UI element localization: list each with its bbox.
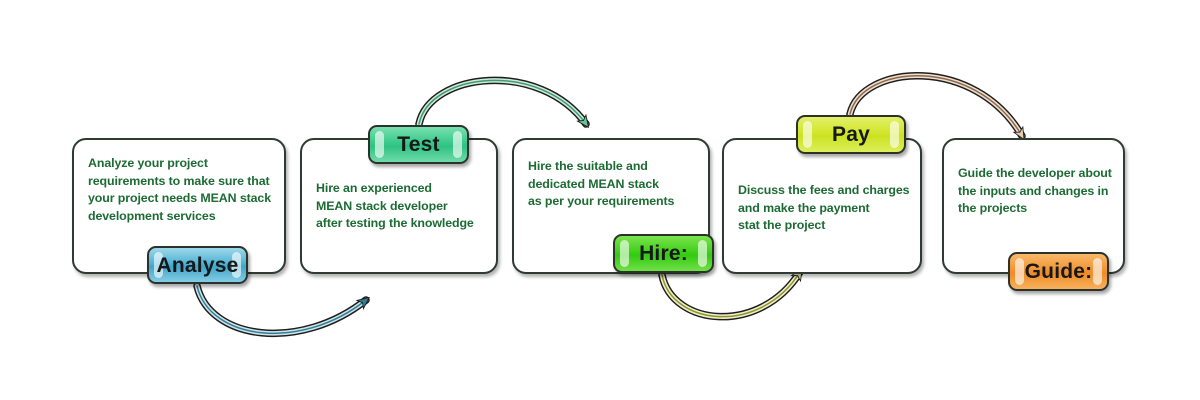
badge-highlight-right <box>1093 258 1102 285</box>
step-box-pay[interactable]: Discuss the fees and charges and make th… <box>722 138 922 274</box>
connector-hire-to-pay <box>658 272 804 321</box>
badge-highlight-left <box>1015 258 1024 285</box>
badge-highlight-right <box>232 252 241 278</box>
step-text-guide: Guide the developer about the inputs and… <box>958 166 1112 215</box>
step-text-analyse: Analyze your project requirements to mak… <box>88 156 272 223</box>
badge-highlight-right <box>890 121 899 148</box>
step-badge-hire[interactable]: Hire: <box>613 234 714 273</box>
step-badge-label-pay: Pay <box>832 123 870 146</box>
badge-highlight-right <box>453 131 462 158</box>
connector-test-to-hire <box>415 76 590 124</box>
step-badge-pay[interactable]: Pay <box>796 115 906 154</box>
step-badge-test[interactable]: Test <box>368 125 469 164</box>
badge-highlight-right <box>698 240 707 267</box>
step-badge-analyse[interactable]: Analyse <box>147 246 248 284</box>
step-badge-label-analyse: Analyse <box>156 253 239 277</box>
connector-analyse-to-test <box>193 282 366 338</box>
step-text-hire: Hire the suitable and dedicated MEAN sta… <box>528 159 675 208</box>
step-badge-label-hire: Hire: <box>639 242 688 265</box>
step-badge-guide[interactable]: Guide: <box>1008 252 1109 291</box>
step-badge-label-test: Test <box>397 133 440 156</box>
step-badge-label-guide: Guide: <box>1024 260 1093 283</box>
badge-highlight-left <box>620 240 629 267</box>
badge-highlight-left <box>375 131 384 158</box>
badge-highlight-left <box>803 121 812 148</box>
step-box-guide[interactable]: Guide the developer about the inputs and… <box>942 138 1125 274</box>
step-text-pay: Discuss the fees and charges and make th… <box>738 183 910 232</box>
step-text-test: Hire an experienced MEAN stack developer… <box>316 181 474 230</box>
badge-highlight-left <box>154 252 163 278</box>
